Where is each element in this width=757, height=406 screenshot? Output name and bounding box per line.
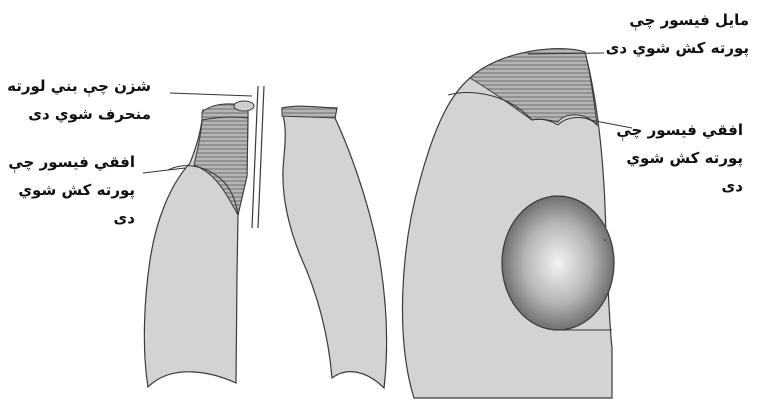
label-left-mid-line3: دی: [8, 204, 135, 232]
label-left-top-line1: شزن چې بني لورته: [7, 72, 151, 100]
lung-mass: [502, 196, 614, 330]
label-left-top-line2: منحرف شوي دی: [7, 100, 151, 128]
label-right-mid-line1: افقي فیسور چې: [616, 116, 743, 144]
trachea-line-2: [258, 86, 264, 228]
right-lung-hatched-apex: [282, 106, 337, 118]
label-left-top: شزن چې بني لورته منحرف شوي دی: [7, 72, 151, 128]
right-lung-shape: [282, 106, 387, 388]
label-left-mid: افقي فیسور چې پورته کش شوي دی: [8, 148, 135, 232]
label-right-mid-line3: دی: [616, 172, 743, 200]
leader-line-left-top: [170, 93, 252, 96]
right-lung-figure: [403, 49, 614, 398]
left-lungs-figure: [144, 86, 386, 388]
label-right-mid: افقي فیسور چې پورته کش شوي دی: [616, 116, 743, 200]
label-right-mid-line2: پورته کش شوي: [616, 144, 743, 172]
label-right-top-line2: پورته کش شوي دی: [606, 34, 749, 62]
label-left-mid-line2: پورته کش شوي: [8, 176, 135, 204]
label-right-top-line1: مایل فیسور چې: [606, 6, 749, 34]
leader-line-left-mid: [143, 168, 185, 173]
trachea-nodule: [234, 101, 254, 111]
label-right-top: مایل فیسور چې پورته کش شوي دی: [606, 6, 749, 62]
label-left-mid-line1: افقي فیسور چې: [8, 148, 135, 176]
